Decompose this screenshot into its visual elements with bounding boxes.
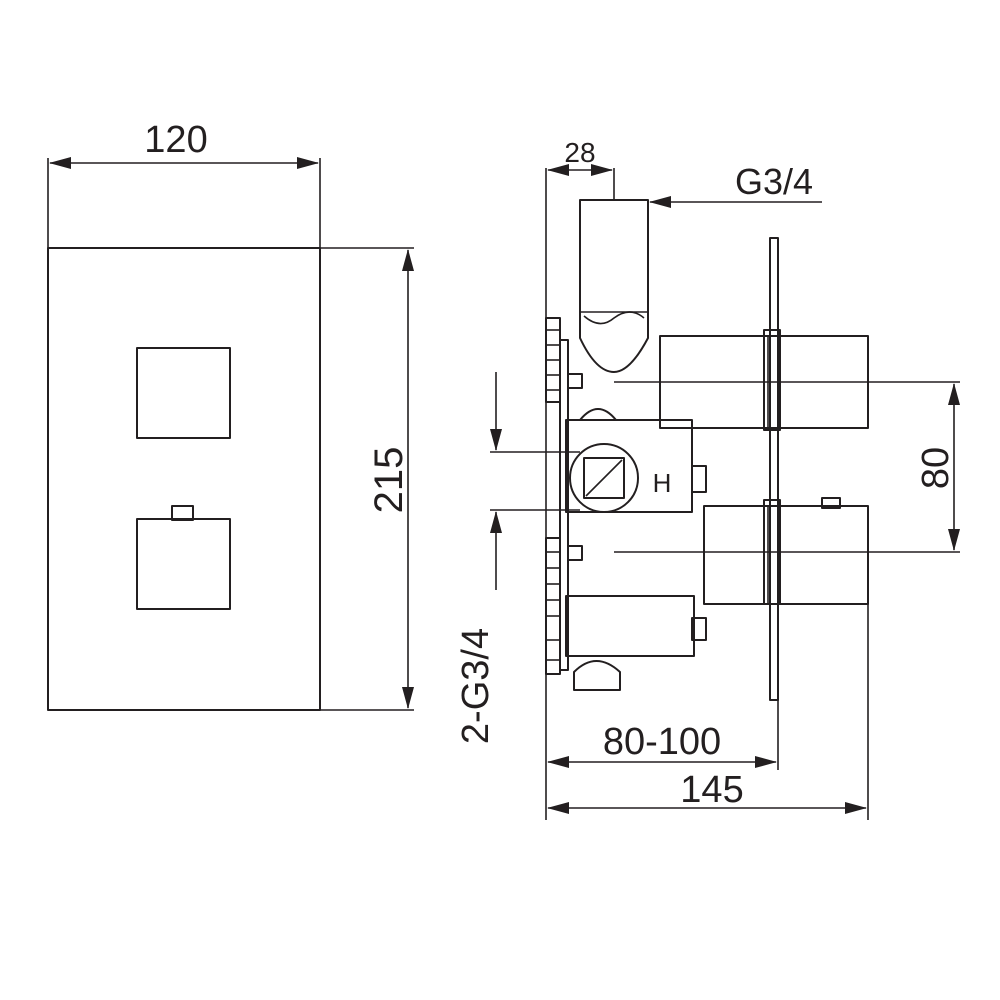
total-depth-dimension: 145 <box>547 769 867 814</box>
front-height-label: 215 <box>367 447 411 514</box>
outlet-spout <box>579 199 649 373</box>
spacing-dimension: 80 <box>614 381 960 553</box>
cover-plate-ring-top <box>763 329 781 431</box>
spout-width-dimension: 28 <box>547 137 613 176</box>
lower-mixer-block <box>565 595 695 657</box>
wall-depth-dimension: 80-100 <box>547 721 777 768</box>
lower-control-handle <box>136 518 231 610</box>
top-pin <box>821 497 841 509</box>
inlet-port-square <box>583 457 625 499</box>
hot-marker: H <box>653 468 672 498</box>
handle-indicator-tab <box>171 505 194 521</box>
middle-screw <box>691 465 707 493</box>
cover-plate-edge <box>769 237 779 701</box>
spout-width-label: 28 <box>564 137 595 168</box>
inlet-thread-dimension: 2-G3/4 <box>455 372 580 744</box>
lower-cartridge <box>703 505 869 605</box>
front-width-dimension: 120 <box>47 119 321 248</box>
front-width-label: 120 <box>144 119 207 161</box>
spacing-label: 80 <box>915 447 957 489</box>
total-depth-label: 145 <box>680 769 743 811</box>
inlet-port-ring <box>569 443 639 513</box>
front-height-dimension: 215 <box>320 247 414 711</box>
front-view <box>47 247 321 711</box>
outlet-thread-label: G3/4 <box>735 161 813 202</box>
upper-screw <box>567 373 583 389</box>
lower-screw-left <box>567 545 583 561</box>
inlet-thread-label: 2-G3/4 <box>455 628 497 744</box>
outlet-thread-callout: G3/4 <box>649 161 822 208</box>
front-plate <box>47 247 321 711</box>
bottom-inlet <box>573 660 621 691</box>
mounting-flange-bottom <box>545 537 561 675</box>
lower-screw-right <box>691 617 707 641</box>
upper-control-handle <box>136 347 231 439</box>
valve-backplate <box>559 339 569 671</box>
wall-depth-label: 80-100 <box>603 721 721 763</box>
